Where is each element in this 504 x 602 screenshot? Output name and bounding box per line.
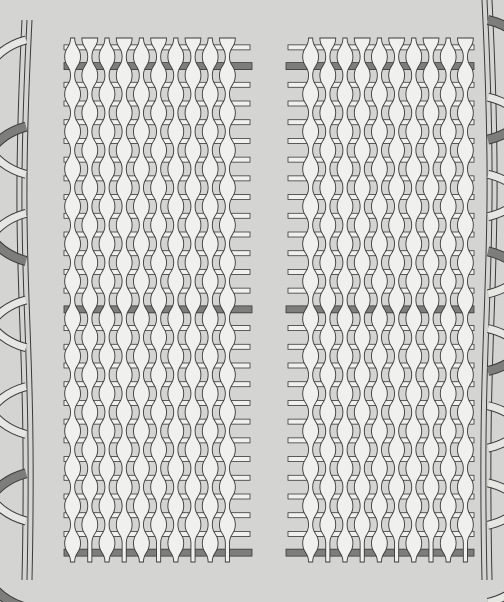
left-woven-panel <box>64 38 252 562</box>
warp-strand <box>151 38 167 562</box>
warp-strand <box>457 38 473 562</box>
warp-strand <box>219 38 235 562</box>
warp-strand <box>389 38 405 562</box>
warp-strand <box>185 38 201 562</box>
warp-strand <box>320 38 336 562</box>
warp-strand <box>423 38 439 562</box>
warp-strand <box>82 38 98 562</box>
warp-strand <box>354 38 370 562</box>
warp-strand <box>116 38 132 562</box>
